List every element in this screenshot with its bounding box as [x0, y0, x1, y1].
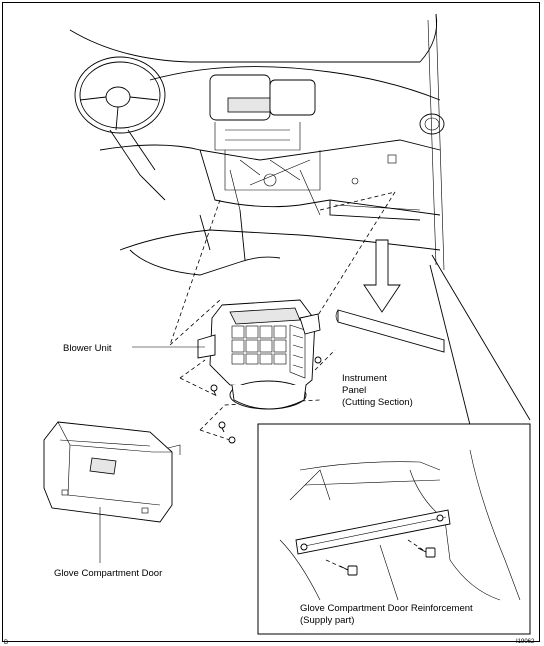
reinforcement-leader: [379, 544, 399, 601]
glove-compartment-door-illustration: [43, 421, 181, 523]
label-instrument-panel-2: Panel: [342, 385, 366, 396]
label-reinforcement-1: Glove Compartment Door Reinforcement: [300, 603, 473, 614]
figure-code: I19062: [516, 639, 535, 645]
reinforcement-detail-inset: [257, 254, 531, 635]
diagram-frame: [2, 2, 540, 642]
label-glove-compartment-door: Glove Compartment Door: [54, 568, 162, 579]
bolt-icon: [339, 547, 436, 576]
down-arrow-icon: [363, 239, 401, 313]
blower-unit-illustration: [197, 299, 322, 444]
dashboard-illustration: [69, 13, 445, 276]
instrument-panel-cutting-section: [335, 309, 445, 353]
label-blower-unit: Blower Unit: [63, 343, 112, 354]
corner-mark: B: [4, 640, 8, 646]
label-instrument-panel-3: (Cutting Section): [342, 397, 413, 408]
label-reinforcement-2: (Supply part): [300, 615, 354, 626]
screw-icon: [210, 356, 322, 444]
label-instrument-panel-1: Instrument: [342, 373, 387, 384]
